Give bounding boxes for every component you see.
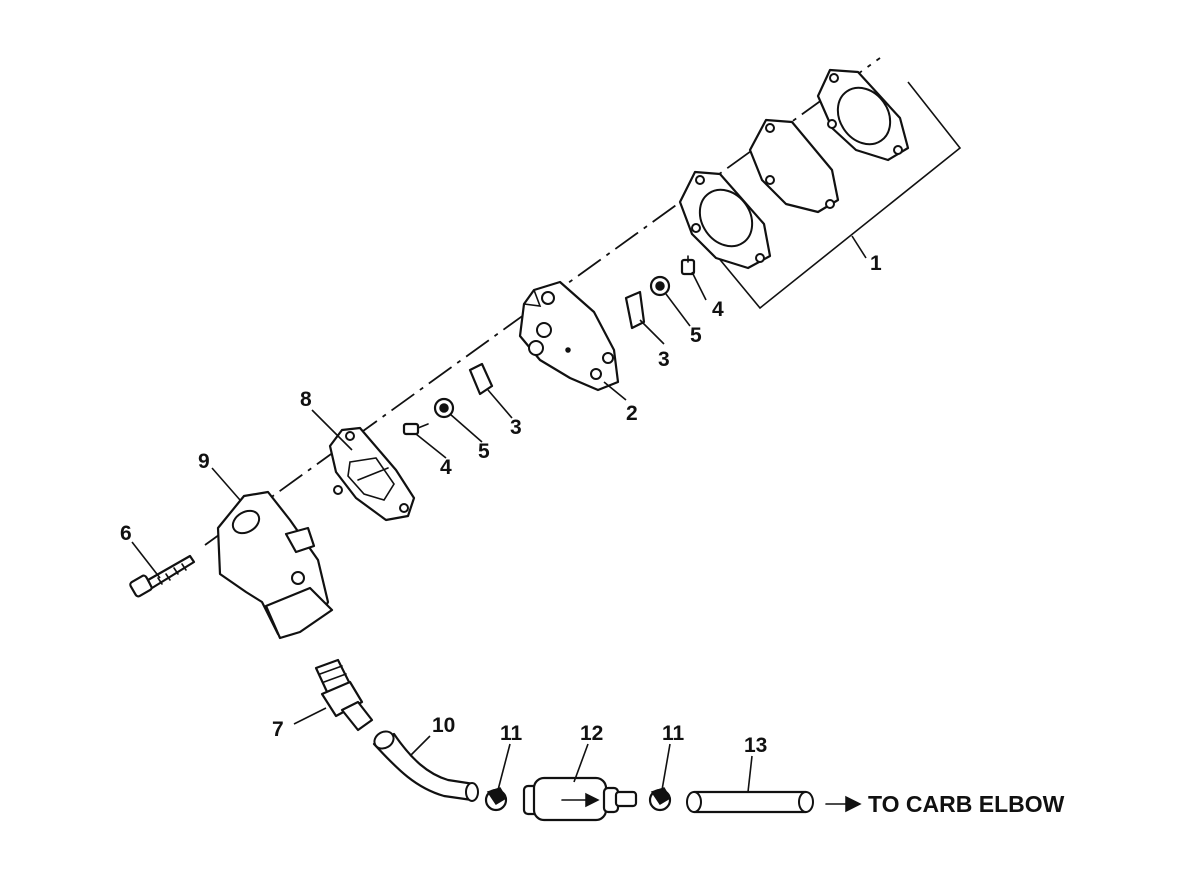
screw-lower [402,422,429,436]
seal-lower [433,397,455,419]
callout-5-lower: 5 [478,440,490,463]
flow-arrow [825,795,862,813]
callout-5-upper: 5 [690,324,702,347]
leader-9 [211,467,241,501]
callout-8: 8 [300,388,312,411]
seal-upper [649,275,671,297]
gasket-inner [678,170,772,270]
callout-7: 7 [272,718,284,741]
leader-7 [293,707,327,725]
fuel-filter [522,776,638,822]
callout-3-upper: 3 [658,348,670,371]
leader-8 [311,409,353,451]
hose-fitting [314,658,374,732]
leader-5a [665,293,691,327]
inlet-hose [372,730,479,802]
leader-1 [851,235,867,259]
cover-gasket [328,426,416,522]
gasket-kit-bracket [711,81,962,310]
pump-body [518,280,620,392]
callout-10: 10 [432,714,455,737]
callout-4-upper: 4 [712,298,724,321]
leader-3b [487,389,513,419]
callout-3-lower: 3 [510,416,522,439]
callout-12: 12 [580,722,603,745]
leader-4a [691,271,707,301]
check-valve-lower [468,362,494,396]
callout-4-lower: 4 [440,456,452,479]
callout-11-left: 11 [500,722,523,745]
leader-12 [573,743,589,783]
leader-2 [603,381,627,401]
leader-11b [661,743,671,791]
check-valve-upper [624,290,646,330]
leader-13 [747,755,753,793]
hose-clamp-right [648,787,672,812]
outlet-hose [686,790,814,814]
diaphragm [748,118,840,214]
leader-3a [639,319,665,345]
leader-10 [409,735,431,757]
callout-11-right: 11 [662,722,685,745]
callout-6: 6 [120,522,132,545]
destination-label: TO CARB ELBOW [868,791,1065,817]
callout-13: 13 [744,734,767,757]
pump-cover [216,490,334,640]
screw-upper [680,255,696,276]
leader-11a [497,743,511,791]
callout-1: 1 [870,252,882,275]
leader-5b [449,413,483,443]
callout-2: 2 [626,402,638,425]
leader-6 [131,541,161,579]
callout-9: 9 [198,450,210,473]
gasket-outer [816,68,910,162]
hose-clamp-left [484,787,508,812]
cover-screw [129,554,196,598]
leader-4b [415,433,447,459]
